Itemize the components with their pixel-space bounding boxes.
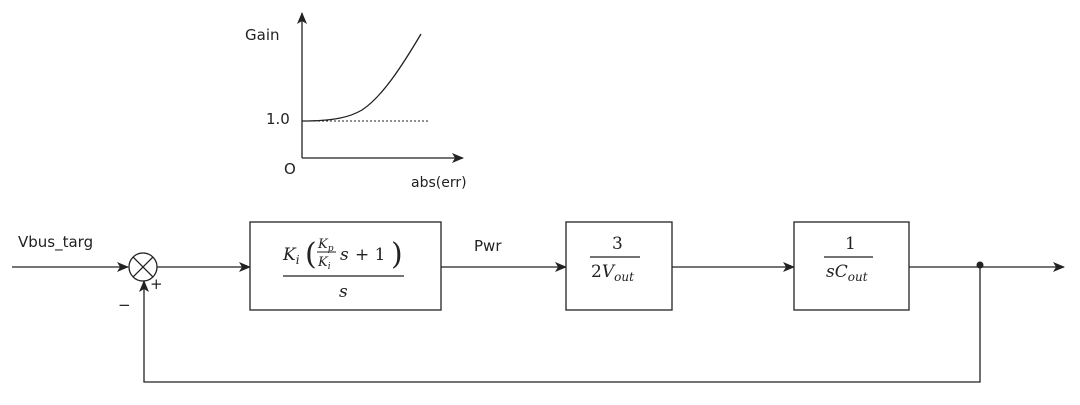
svg-text:Ki: Ki <box>317 255 331 272</box>
pi-plus-one: + 1 <box>355 245 385 265</box>
ptc-den-var: V <box>602 262 616 282</box>
pi-denominator: s <box>339 282 348 302</box>
pi-rparen: ) <box>391 237 403 272</box>
svg-text:Ki: Ki <box>282 245 300 267</box>
sum-plus-sign: + <box>150 275 163 293</box>
pi-k: K <box>282 245 297 265</box>
gain-plot-origin-label: O <box>284 160 296 178</box>
pi-ki: K <box>317 255 329 270</box>
gain-plot-y-label: Gain <box>245 26 280 44</box>
power-to-current-block <box>565 221 673 311</box>
svg-text:2Vout: 2Vout <box>591 262 634 284</box>
power-to-current-tf: 3 2Vout <box>590 234 640 284</box>
capacitor-tf: 1 sCout <box>824 234 873 284</box>
pi-s: s <box>340 245 349 265</box>
svg-text:Kp: Kp <box>317 237 334 254</box>
svg-text:sCout: sCout <box>826 262 868 284</box>
pi-kp: K <box>317 237 329 252</box>
gain-plot-curve <box>301 33 422 122</box>
ptc-den-sub: out <box>614 270 634 284</box>
cap-den-sub: out <box>848 270 868 284</box>
gain-plot-ref-label: 1.0 <box>266 110 290 128</box>
feedback-path <box>139 267 981 383</box>
gain-plot: Gain 1.0 O abs(err) <box>245 12 467 191</box>
cap-den-var: C <box>835 262 848 282</box>
feedback-takeoff-point <box>976 261 984 269</box>
pi-ki-sub: i <box>328 262 331 272</box>
sum-minus-sign: − <box>118 296 131 314</box>
cap-den-s: s <box>826 262 835 282</box>
pi-kp-sub: p <box>328 244 334 254</box>
pi-transfer-function: Ki ( Kp Ki s + 1 ) s <box>282 237 404 302</box>
pi-controller-block <box>249 221 442 311</box>
ptc-numerator: 3 <box>612 234 623 254</box>
pwr-label: Pwr <box>474 237 502 255</box>
capacitor-block <box>793 221 910 311</box>
pi-lparen: ( <box>305 237 317 272</box>
gain-plot-x-label: abs(err) <box>411 175 467 191</box>
pi-k-sub: i <box>296 253 300 267</box>
ptc-den-coef: 2 <box>591 262 602 282</box>
cap-numerator: 1 <box>845 234 856 254</box>
input-label: Vbus_targ <box>18 233 93 252</box>
